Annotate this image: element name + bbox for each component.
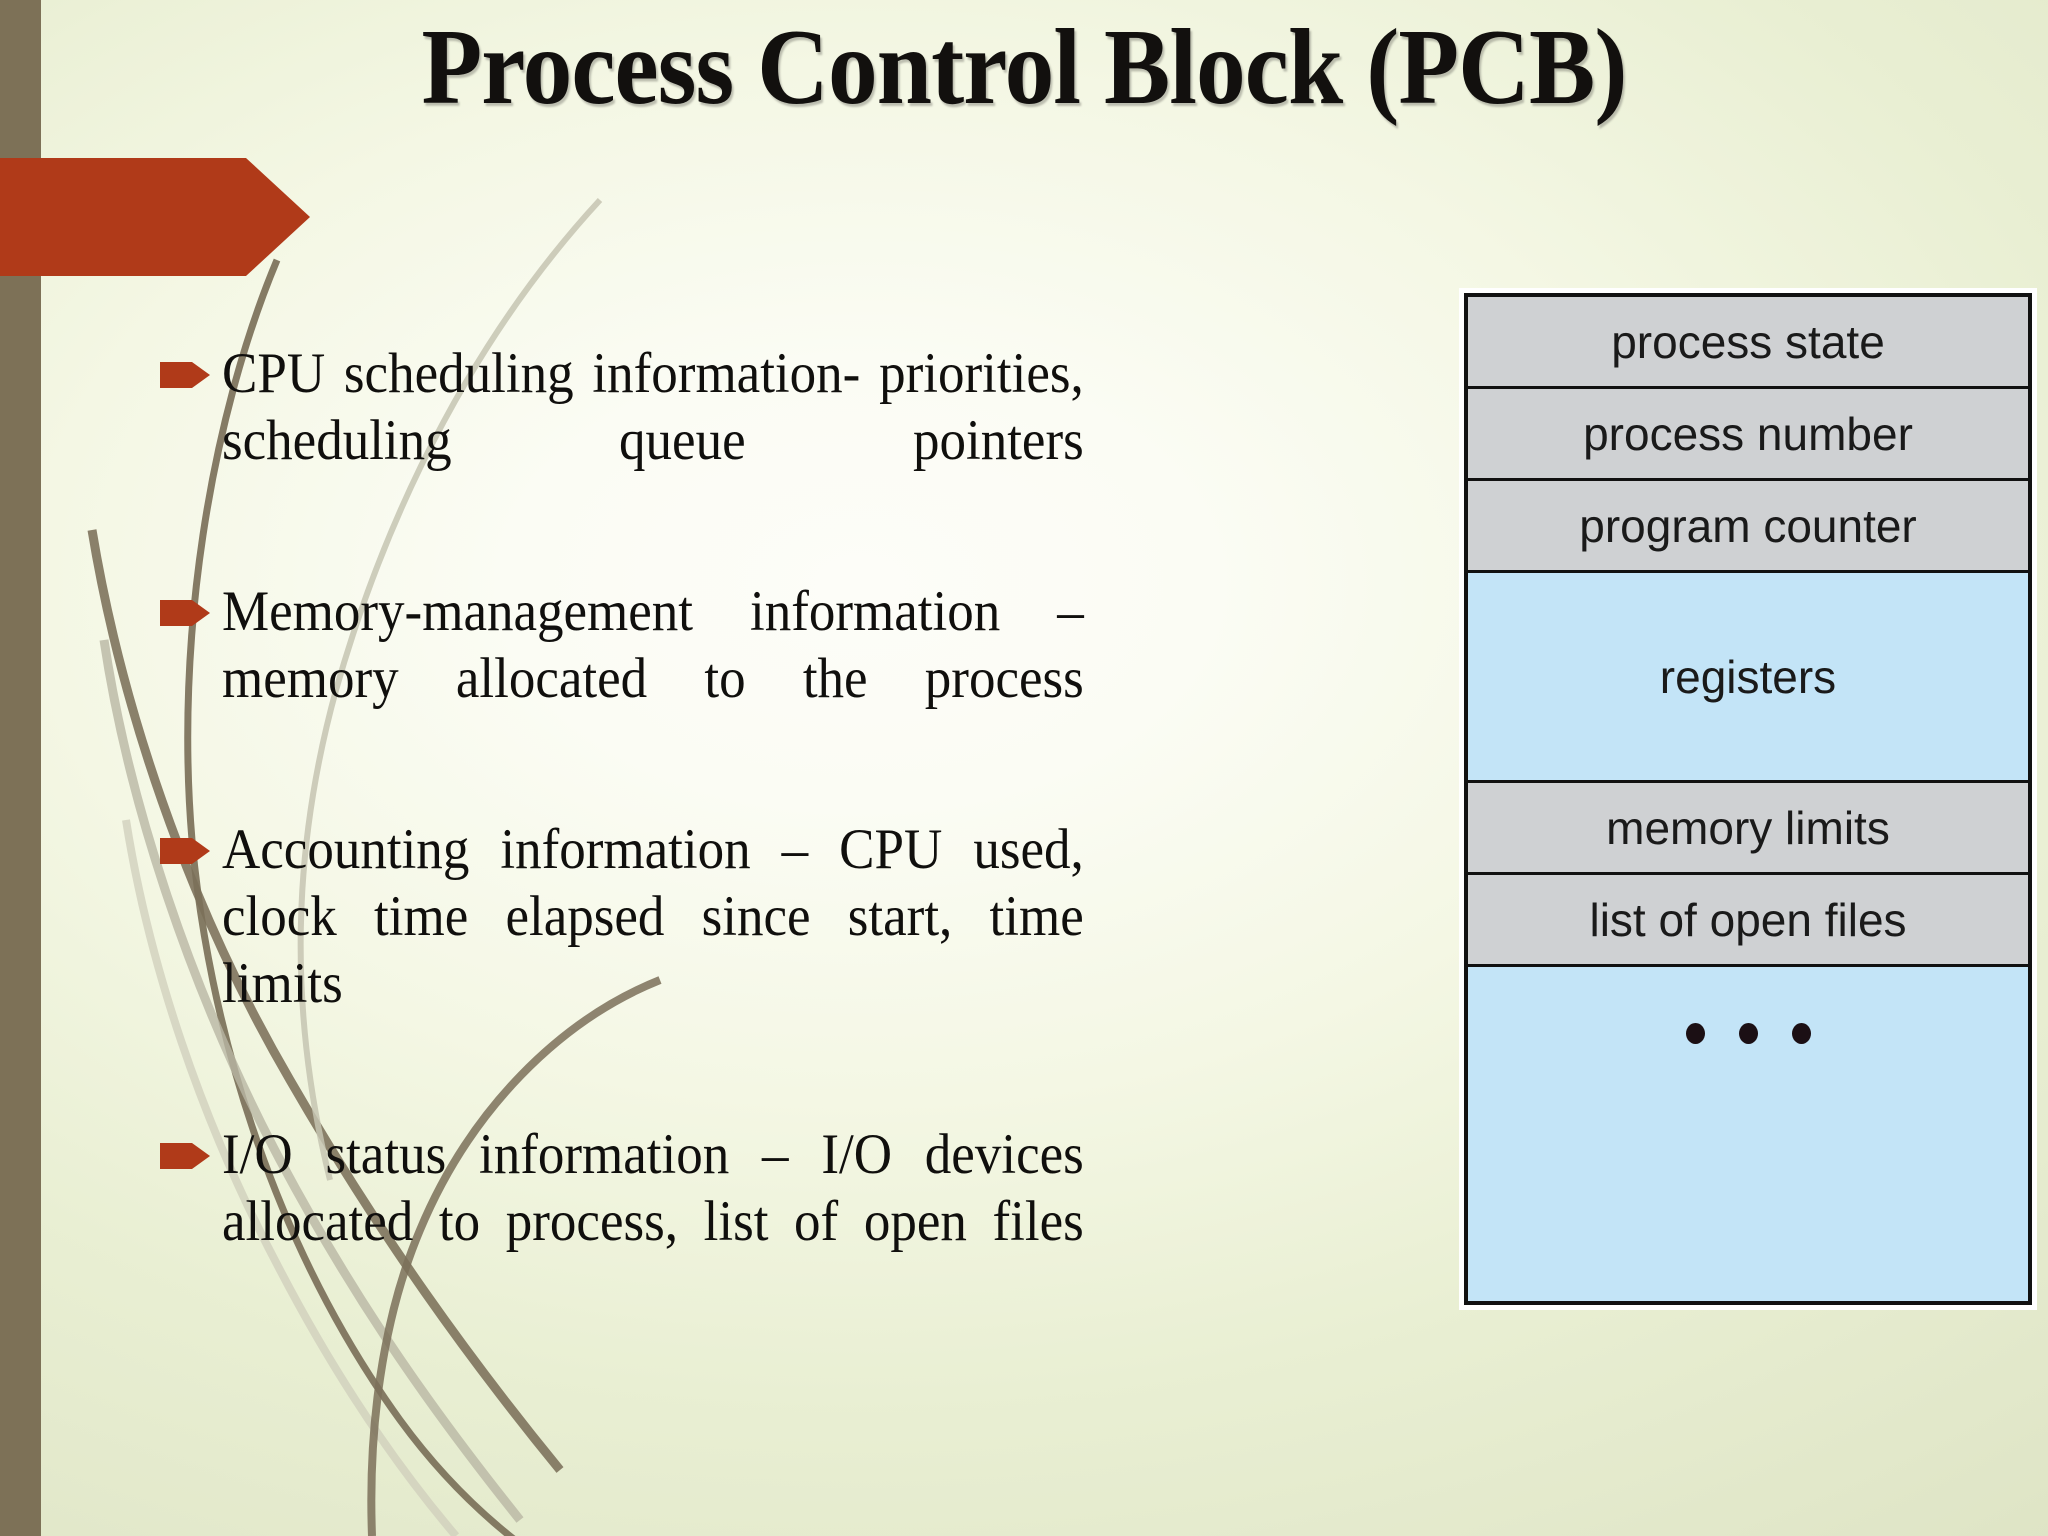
dot (1738, 1023, 1758, 1044)
pcb-table: process state process number program cou… (1464, 293, 2032, 1305)
page-title: Process Control Block (PCB) (421, 8, 1627, 127)
pcb-row-registers: registers (1468, 573, 2028, 783)
process-control-block-diagram: process state process number program cou… (1459, 288, 2037, 1310)
pcb-row-program-counter: program counter (1468, 481, 2028, 573)
bullet-list: CPU scheduling information- priorities, … (160, 340, 1084, 1358)
list-item-label: Accounting information – CPU used, clock… (222, 817, 1084, 1016)
list-item-label: Memory-management information – memory a… (222, 579, 1084, 710)
pcb-row-label: process state (1611, 315, 1885, 368)
list-item-label: CPU scheduling information- priorities, … (222, 342, 1084, 473)
pcb-row-list-of-open-files: list of open files (1468, 875, 2028, 967)
list-item: Accounting information – CPU used, clock… (160, 816, 1084, 1085)
red-arrow-bullet-icon (160, 1142, 210, 1169)
dot (1685, 1023, 1705, 1044)
pcb-row-label: process number (1583, 407, 1913, 460)
pcb-row-process-number: process number (1468, 389, 2028, 481)
pcb-row-label: list of open files (1589, 893, 1907, 946)
list-item: I/O status information – I/O devices all… (160, 1121, 1084, 1323)
pcb-row-ellipsis (1468, 967, 2028, 1301)
list-item-label: I/O status information – I/O devices all… (222, 1122, 1084, 1253)
pcb-row-label: registers (1659, 650, 1837, 703)
red-arrow-bullet-icon (160, 837, 210, 864)
list-item: Memory-management information – memory a… (160, 578, 1084, 780)
red-arrow-banner (0, 158, 310, 276)
pcb-row-label: program counter (1579, 499, 1917, 552)
red-arrow-bullet-icon (160, 599, 210, 626)
list-item: CPU scheduling information- priorities, … (160, 340, 1084, 542)
dot (1791, 1023, 1811, 1044)
pcb-row-label: memory limits (1606, 801, 1890, 854)
red-arrow-bullet-icon (160, 362, 210, 388)
pcb-row-process-state: process state (1468, 297, 2028, 389)
ellipsis-dots-icon (1685, 1023, 1811, 1044)
pcb-row-memory-limits: memory limits (1468, 783, 2028, 875)
